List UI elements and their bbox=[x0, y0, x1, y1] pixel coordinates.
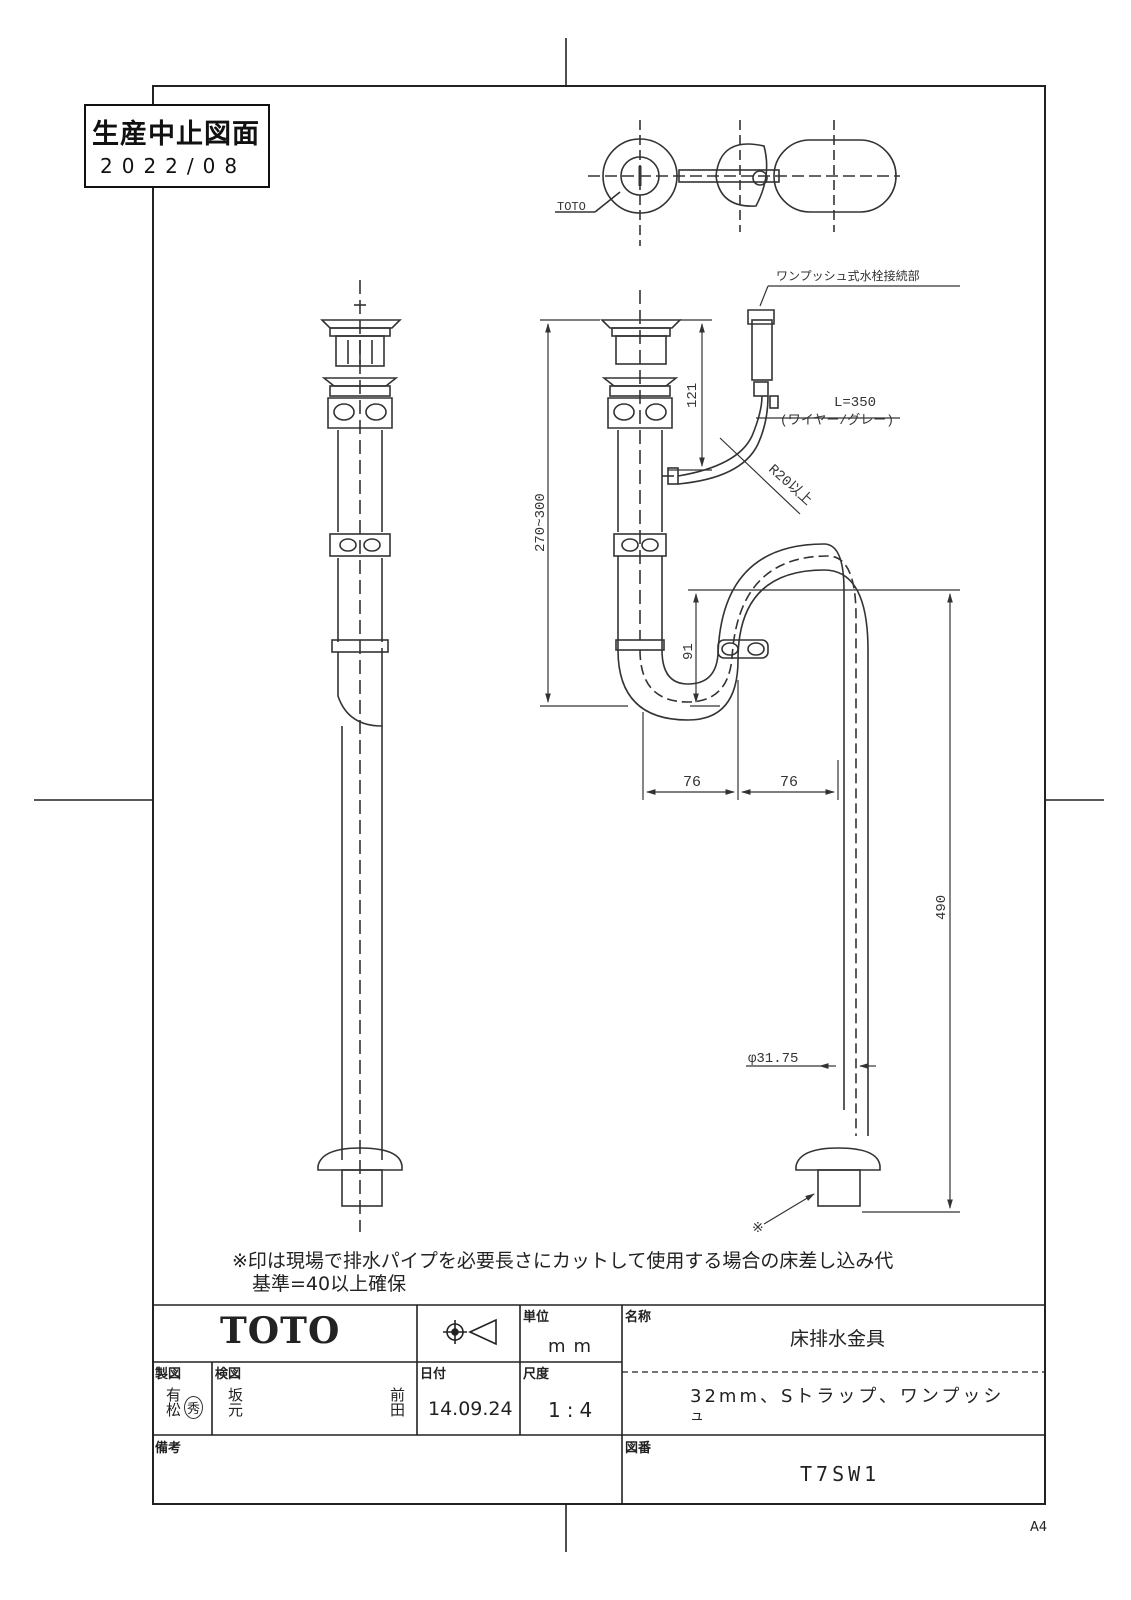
note-line-1: ※印は現場で排水パイプを必要長さにカットして使用する場合の床差し込み代 bbox=[232, 1250, 894, 1272]
top-view: TOTO bbox=[555, 120, 900, 246]
product-name: 床排水金具 bbox=[790, 1328, 886, 1350]
dim-76-right-label: 76 bbox=[780, 774, 798, 791]
discontinued-stamp: 生産中止図面 2022/08 bbox=[84, 104, 270, 188]
scale-value: 1:4 bbox=[548, 1398, 599, 1422]
asterisk-mark: ※ bbox=[752, 1221, 764, 1237]
unit-value: mm bbox=[548, 1336, 600, 1357]
date-label: 日付 bbox=[420, 1367, 447, 1382]
remarks-label: 備考 bbox=[155, 1441, 182, 1456]
drafted-label: 製図 bbox=[155, 1367, 182, 1382]
description-line-2: ュ bbox=[690, 1408, 704, 1424]
orientation-symbol bbox=[443, 1318, 497, 1346]
description-line-1: 32mm、Sトラップ、ワンプッシ bbox=[690, 1386, 1005, 1407]
drafter-name: 有松 bbox=[166, 1386, 182, 1419]
checked-label: 検図 bbox=[215, 1367, 242, 1382]
paper-size: A4 bbox=[1030, 1520, 1048, 1535]
unit-label: 単位 bbox=[523, 1310, 550, 1325]
top-view-label: TOTO bbox=[557, 200, 586, 214]
registration-marks bbox=[34, 38, 1104, 1552]
stamp-date: 2022/08 bbox=[100, 154, 247, 178]
title-block-lines bbox=[153, 1304, 1045, 1504]
dimension-labels: 121 270~300 91 76 76 490 φ31.75 ワンプッシュ式水… bbox=[533, 268, 950, 1237]
side-view-assembly bbox=[600, 290, 881, 1207]
name-label: 名称 bbox=[625, 1310, 652, 1325]
drawing-number: T7SW1 bbox=[800, 1462, 881, 1486]
checker-name-1: 坂元 bbox=[228, 1386, 244, 1419]
scale-label: 尺度 bbox=[523, 1367, 550, 1382]
checker-name-2: 前田 bbox=[390, 1386, 406, 1419]
note-line-2: 基準=40以上確保 bbox=[252, 1273, 407, 1295]
stamp-title: 生産中止図面 bbox=[92, 119, 260, 150]
brand-logo: TOTO bbox=[220, 1310, 341, 1352]
dim-76-left-label: 76 bbox=[683, 774, 701, 791]
front-view-assembly bbox=[317, 280, 403, 1232]
bend-radius-label: R20以上 bbox=[765, 461, 816, 509]
wire-spec-label: (ワイヤー/グレー) bbox=[780, 413, 894, 428]
wire-length-label: L=350 bbox=[834, 395, 876, 411]
frame-border bbox=[152, 85, 1046, 1505]
date-value: 14.09.24 bbox=[428, 1398, 513, 1420]
drawing-no-label: 図番 bbox=[625, 1441, 652, 1456]
dim-range-label: 270~300 bbox=[533, 493, 549, 552]
dim-121-label: 121 bbox=[685, 383, 701, 408]
dim-91-label: 91 bbox=[681, 643, 697, 660]
drafter-seal: 秀 bbox=[184, 1396, 204, 1419]
diameter-label: φ31.75 bbox=[748, 1051, 798, 1067]
dimension-lines bbox=[540, 285, 960, 1225]
dim-490-label: 490 bbox=[934, 895, 950, 920]
connector-label: ワンプッシュ式水栓接続部 bbox=[776, 268, 920, 284]
